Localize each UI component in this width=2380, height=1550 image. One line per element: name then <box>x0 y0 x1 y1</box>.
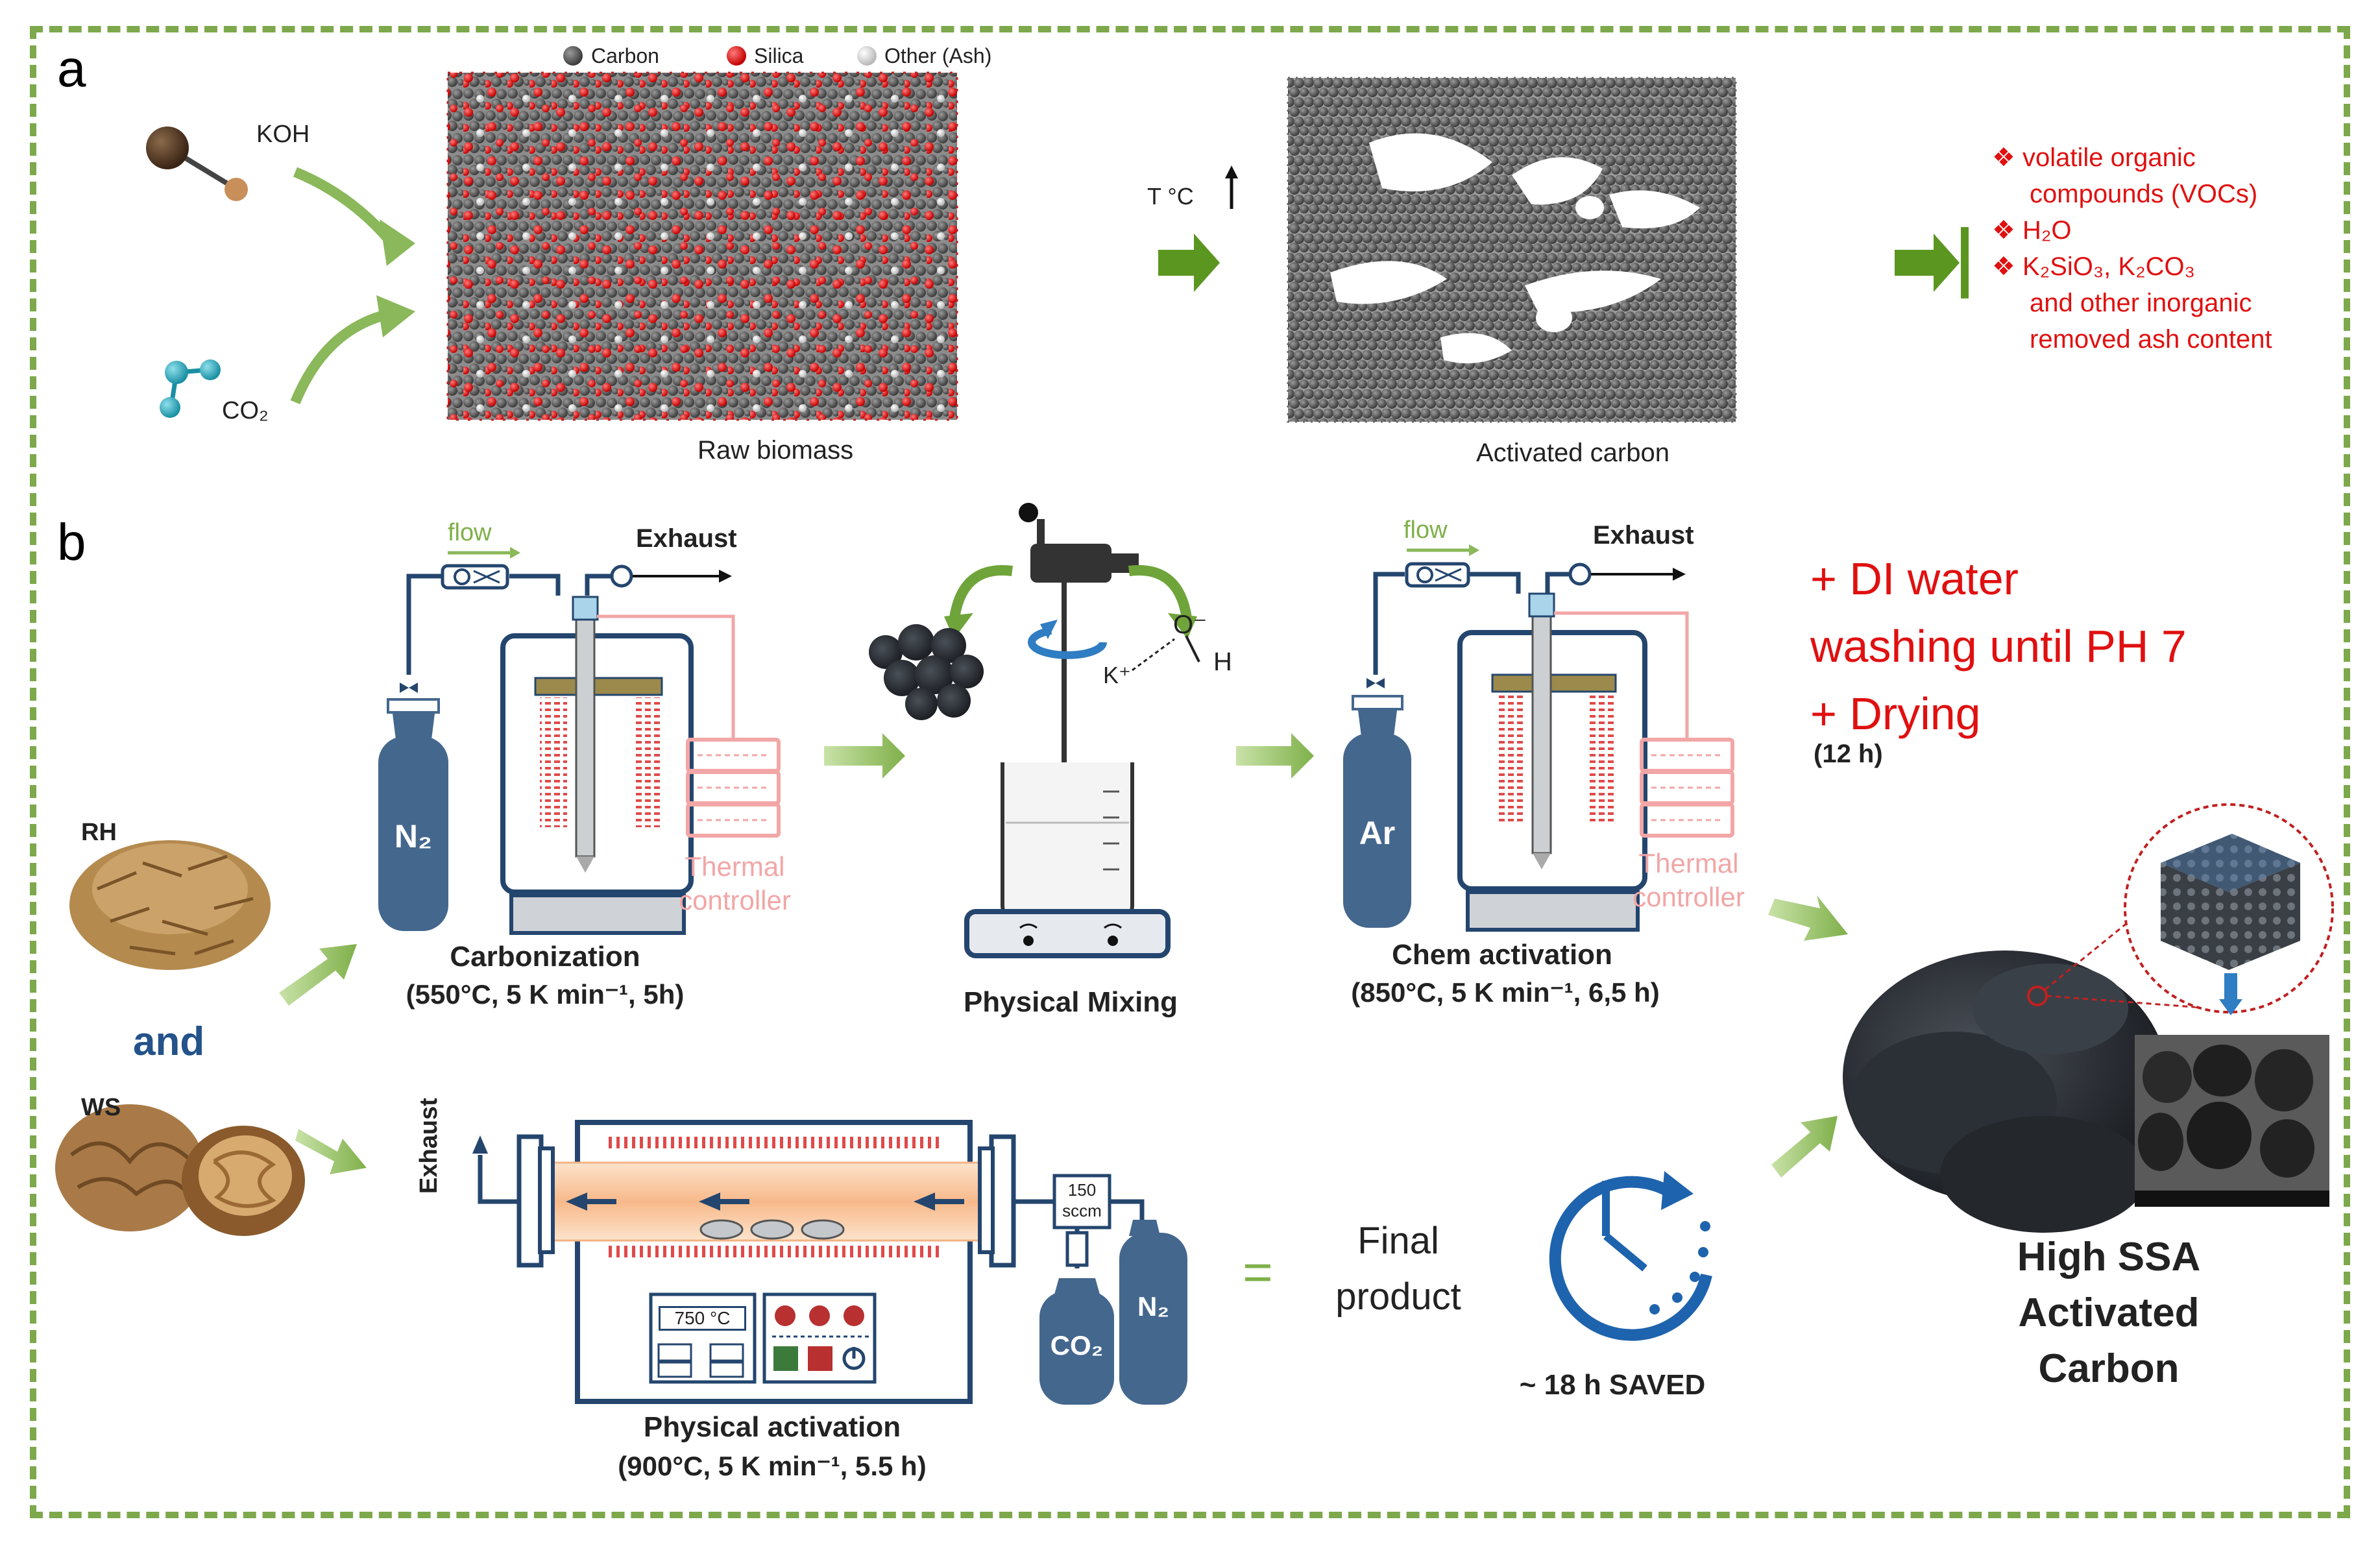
physical-mixing-title: Physical Mixing <box>963 986 1178 1018</box>
co2-cylinder <box>1039 1291 1114 1405</box>
washing-duration: (12 h) <box>1814 740 1883 768</box>
co2-label: CO₂ <box>222 397 269 424</box>
carbonization-title: Carbonization <box>450 941 640 973</box>
co2-molecule-icon <box>160 359 221 418</box>
panel-b-letter: b <box>57 513 86 571</box>
removed-item-6: removed ash content <box>2030 325 2272 354</box>
chem-activation-conditions: (850°C, 5 K min⁻¹, 6,5 h) <box>1351 977 1660 1008</box>
h-label: H <box>1213 648 1232 676</box>
physical-activation-conditions: (900°C, 5 K min⁻¹, 5.5 h) <box>618 1451 927 1481</box>
tube-exhaust-label: Exhaust <box>415 1098 443 1194</box>
legend-carbon-dot <box>563 46 583 66</box>
activated-carbon-structure <box>1287 77 1737 423</box>
raw-biomass-structure <box>446 71 958 421</box>
ws-label: WS <box>81 1094 121 1121</box>
washing-steps: + DI water washing until PH 7 + Drying <box>1810 545 2187 747</box>
removed-item-3: H₂O <box>2022 216 2072 245</box>
washing-line-1: + DI water <box>1810 553 2019 604</box>
time-saved-label: ~ 18 h SAVED <box>1519 1369 1706 1401</box>
legend-silica: Silica <box>754 44 804 67</box>
equals-sign: = <box>1243 1243 1273 1301</box>
ar-cylinder <box>1343 733 1411 928</box>
n2-cylinder <box>378 736 448 931</box>
carbonization-conditions: (550°C, 5 K min⁻¹, 5h) <box>406 979 685 1010</box>
removed-item-2: compounds (VOCs) <box>2030 180 2258 208</box>
curved-arrow-co2 <box>376 295 415 337</box>
activated-carbon-label: Activated carbon <box>1476 439 1670 467</box>
exhaust-label-2: Exhaust <box>1593 521 1694 550</box>
furnace-temp-display: 750 °C <box>659 1306 746 1331</box>
panel-a-letter: a <box>57 40 86 97</box>
carbon-particles-icon <box>869 624 984 720</box>
k-plus-label: K⁺ <box>1103 662 1132 688</box>
washing-line-3: + Drying <box>1810 688 1981 739</box>
ar-gas-label: Ar <box>1359 815 1396 851</box>
process-arrow-a <box>1158 234 1220 292</box>
clock-icon <box>1549 1171 1712 1341</box>
curved-arrow-koh <box>380 219 415 266</box>
removed-item-1: volatile organic <box>2022 143 2196 172</box>
rice-husk-image <box>69 840 271 970</box>
flow-label-1: flow <box>448 519 492 546</box>
washing-line-2: washing until PH 7 <box>1810 621 2187 672</box>
chem-activation-title: Chem activation <box>1392 939 1612 971</box>
walnut-shell-image <box>55 1104 305 1236</box>
tube-furnace <box>472 1120 1016 1404</box>
temperature-label: T °C <box>1147 183 1194 210</box>
activated-carbon-powder-image <box>1843 951 2167 1233</box>
raw-biomass-label: Raw biomass <box>698 436 854 465</box>
removed-products-list: ❖ volatile organic compounds (VOCs) ❖ H₂… <box>1992 139 2272 357</box>
and-label: and <box>133 1019 205 1064</box>
hotplate-icon <box>964 909 1171 958</box>
flow-label-2: flow <box>1403 516 1448 544</box>
n2-gas-label-2: N₂ <box>1137 1291 1169 1322</box>
removed-item-4: K₂SiO₃, K₂CO₃ <box>2022 252 2195 281</box>
n2-cylinder-2 <box>1119 1233 1187 1405</box>
beaker-icon <box>1001 762 1134 920</box>
co2-gas-label: CO₂ <box>1050 1330 1104 1361</box>
sem-image <box>2135 1035 2329 1207</box>
koh-molecule-icon <box>146 127 248 201</box>
dashed-border-frame <box>30 26 2350 1518</box>
exhaust-label-1: Exhaust <box>636 524 737 553</box>
carbonization-furnace <box>406 574 613 675</box>
pore-structure-cube-icon <box>2161 834 2300 970</box>
legend-ash-dot <box>857 46 877 66</box>
o-minus-label: O⁻ <box>1173 611 1208 639</box>
legend-carbon: Carbon <box>591 44 659 67</box>
physical-activation-title: Physical activation <box>643 1411 901 1443</box>
rh-label: RH <box>81 819 117 846</box>
removed-item-5: and other inorganic <box>2030 289 2252 317</box>
legend-silica-dot <box>727 46 746 66</box>
blocked-arrow <box>1961 227 1969 298</box>
koh-label: KOH <box>256 121 310 148</box>
n2-gas-label: N₂ <box>394 818 433 854</box>
legend-other: Other (Ash) <box>884 44 992 67</box>
